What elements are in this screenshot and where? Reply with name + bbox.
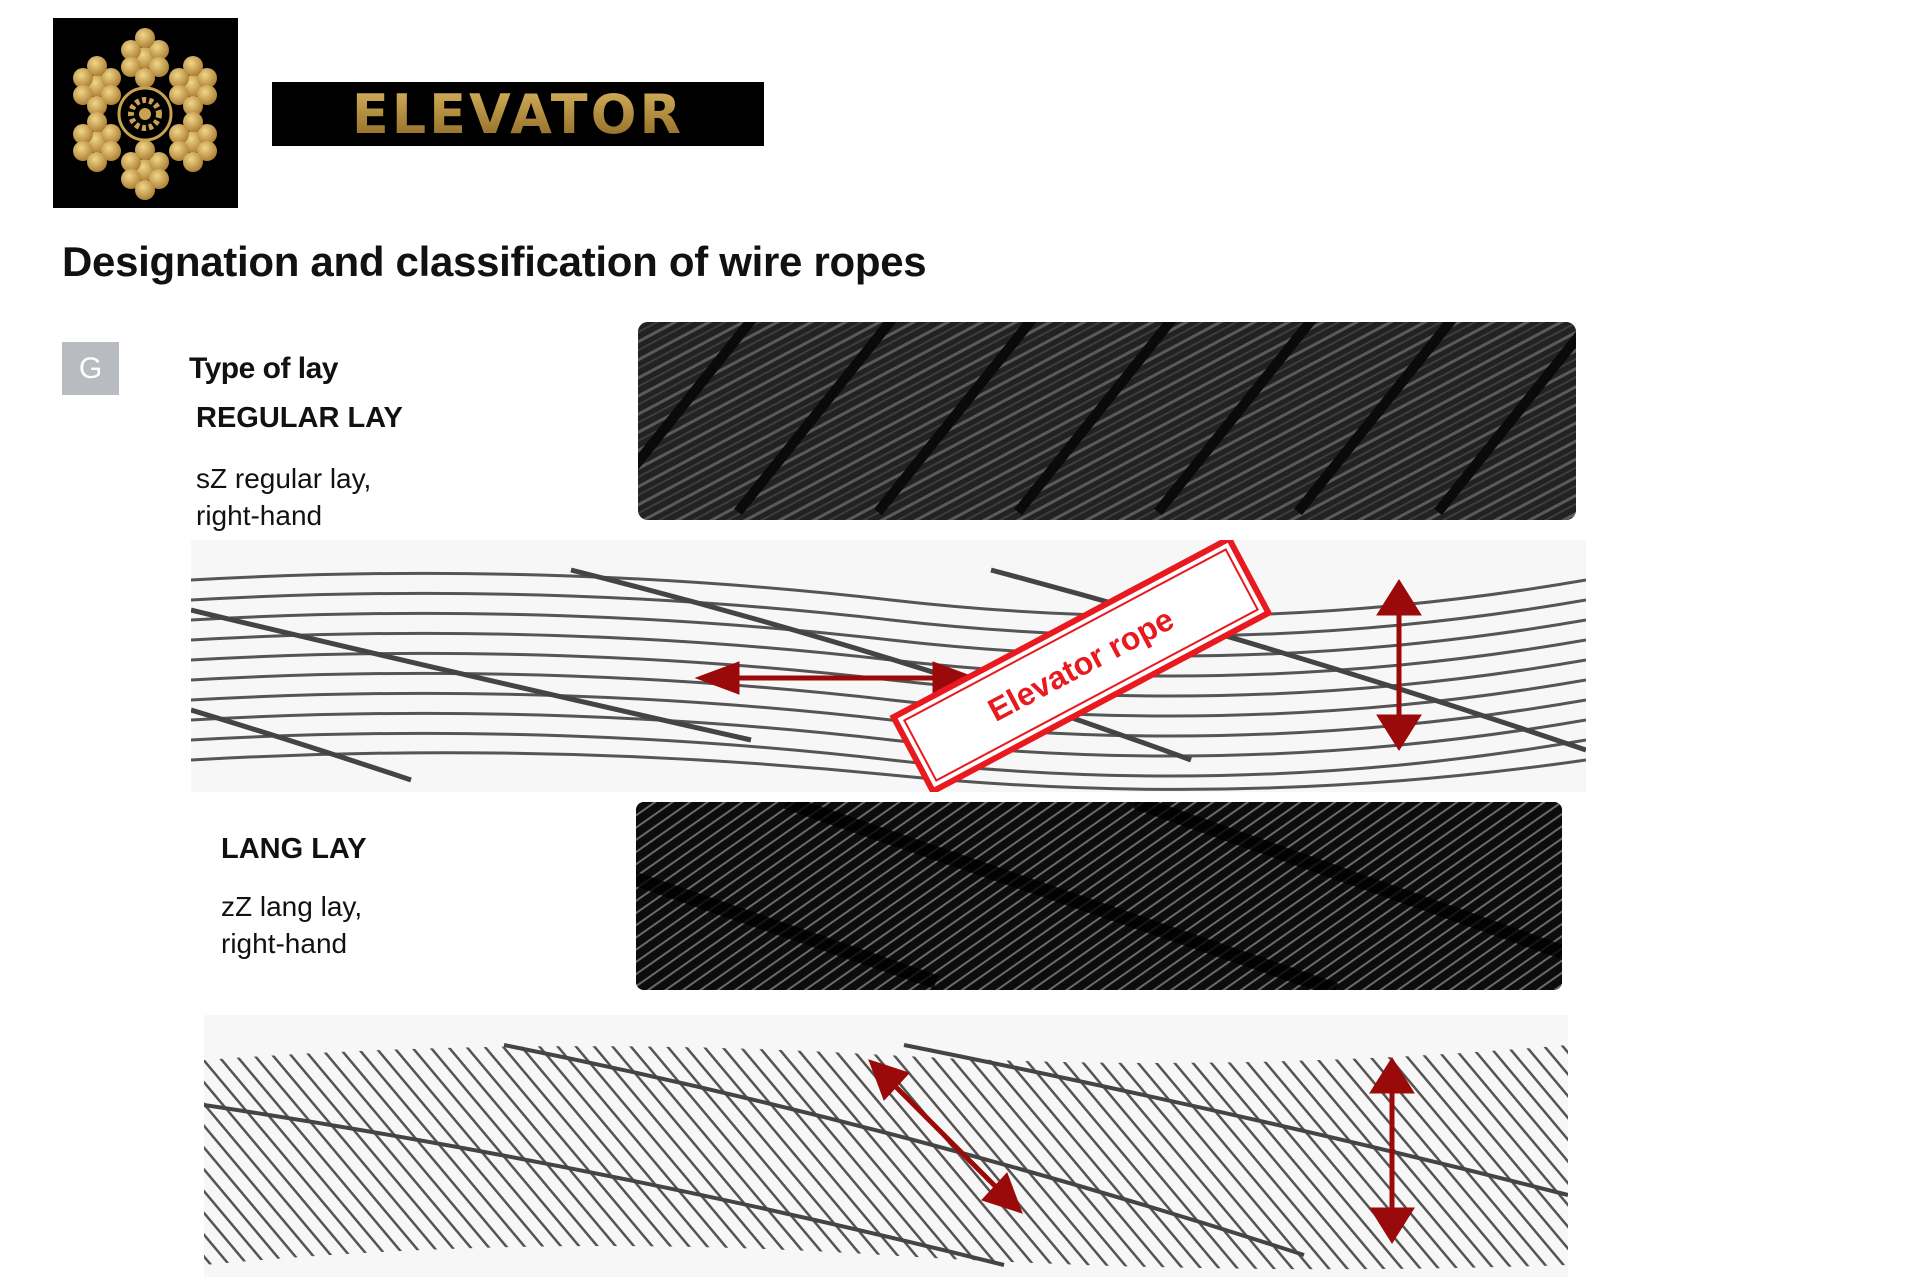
section-title: Type of lay [189, 352, 338, 385]
lang-lay-diagram [204, 1043, 1568, 1270]
company-logo [53, 18, 238, 208]
regular-lay-desc-line1: sZ regular lay, [196, 463, 372, 494]
rope-photo-icon [636, 802, 1562, 990]
regular-lay-desc-line2: right-hand [196, 500, 323, 531]
brand-text: ELEVATOR [351, 82, 685, 146]
lang-lay-desc-line2: right-hand [221, 928, 348, 959]
brand-banner: ELEVATOR [272, 82, 764, 146]
lang-lay-drawing [204, 1015, 1568, 1277]
lang-lay-description: zZ lang lay, right-hand [221, 888, 362, 962]
lang-lay-rope-photo [636, 802, 1562, 990]
lang-lay-desc-line1: zZ lang lay, [221, 891, 363, 922]
regular-lay-drawing: Elevator rope [191, 540, 1586, 792]
lang-lay-heading: LANG LAY [221, 833, 367, 865]
rope-photo-icon [638, 322, 1576, 520]
regular-lay-diagram [191, 540, 1586, 792]
section-badge: G [62, 342, 119, 395]
regular-lay-heading: REGULAR LAY [196, 402, 403, 434]
regular-lay-rope-photo [638, 322, 1576, 520]
page-title: Designation and classification of wire r… [62, 238, 927, 285]
regular-lay-description: sZ regular lay, right-hand [196, 460, 371, 534]
wire-rope-logo-icon [73, 28, 217, 200]
